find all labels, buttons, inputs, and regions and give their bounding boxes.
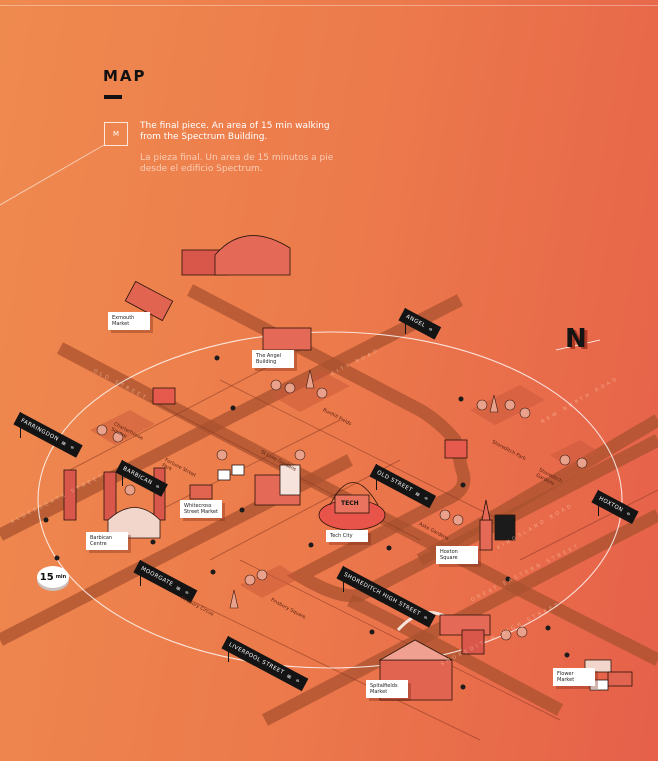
old-street-bus [444, 439, 468, 459]
road-city-road [0, 294, 463, 541]
tech-city-roundabout [318, 482, 386, 531]
walking-radius-circle [37, 331, 623, 669]
page-title: MAP [103, 67, 147, 85]
road-shoreditch-high [347, 594, 564, 716]
description-english: The final piece. An area of 15 min walki… [140, 121, 330, 142]
place-label: The Angel Building [252, 350, 294, 368]
description-spanish: La pieza final. Un area de 15 minutos a … [140, 153, 334, 174]
overground-icon: ⦵ [421, 613, 431, 622]
underground-icon: ⦵ [153, 482, 163, 491]
sign-pole [122, 460, 123, 486]
road-kingsland [416, 414, 658, 566]
exmouth-market-train [124, 280, 174, 322]
underground-icon: ⦵ [293, 676, 303, 686]
marker-leader-line [0, 144, 105, 206]
sign-pole [140, 560, 141, 586]
place-label: Spitalfields Market [366, 680, 408, 698]
overground-icon: ⦵ [624, 509, 633, 519]
tech-sign: TECH [341, 500, 359, 507]
sign-pole [343, 566, 344, 592]
hoxton-church [479, 499, 516, 551]
underground-icon: ⦵ [422, 493, 431, 503]
compass-arrow [555, 339, 601, 351]
sign-pole [20, 412, 21, 438]
map-marker-box: M [104, 122, 128, 146]
underground-icon: ⦵ [426, 324, 436, 334]
walk-time-value: 15 [39, 571, 54, 583]
sign-pole [376, 464, 377, 490]
walk-time-unit: min [55, 574, 67, 580]
top-divider [0, 5, 658, 6]
sign-pole [405, 308, 406, 334]
north-compass: N [565, 324, 587, 354]
office-block [254, 464, 301, 506]
rail-icon: ≡ [285, 672, 294, 681]
angel-building [262, 327, 312, 351]
place-label: Hoxton Square [436, 546, 478, 564]
title-underline [104, 95, 122, 99]
place-label: Flower Market [553, 668, 595, 686]
whitecross-market-stalls [189, 464, 245, 500]
road-new-north [186, 284, 658, 603]
rail-icon: ≡ [59, 438, 69, 448]
rail-icon: ≡ [413, 489, 422, 499]
kings-cross-building [181, 235, 291, 276]
trees [96, 369, 588, 641]
pedestrians [43, 355, 570, 690]
sign-pole [598, 490, 599, 516]
left-bus [152, 387, 176, 405]
place-label: Barbican Centre [86, 532, 128, 550]
place-label: Whitecross Street Market [180, 500, 222, 518]
place-label: Tech City [326, 530, 368, 542]
place-label: Exmouth Market [108, 312, 150, 330]
rail-icon: ≡ [174, 584, 183, 593]
underground-icon: ⦵ [68, 442, 77, 452]
sign-pole [228, 636, 229, 662]
